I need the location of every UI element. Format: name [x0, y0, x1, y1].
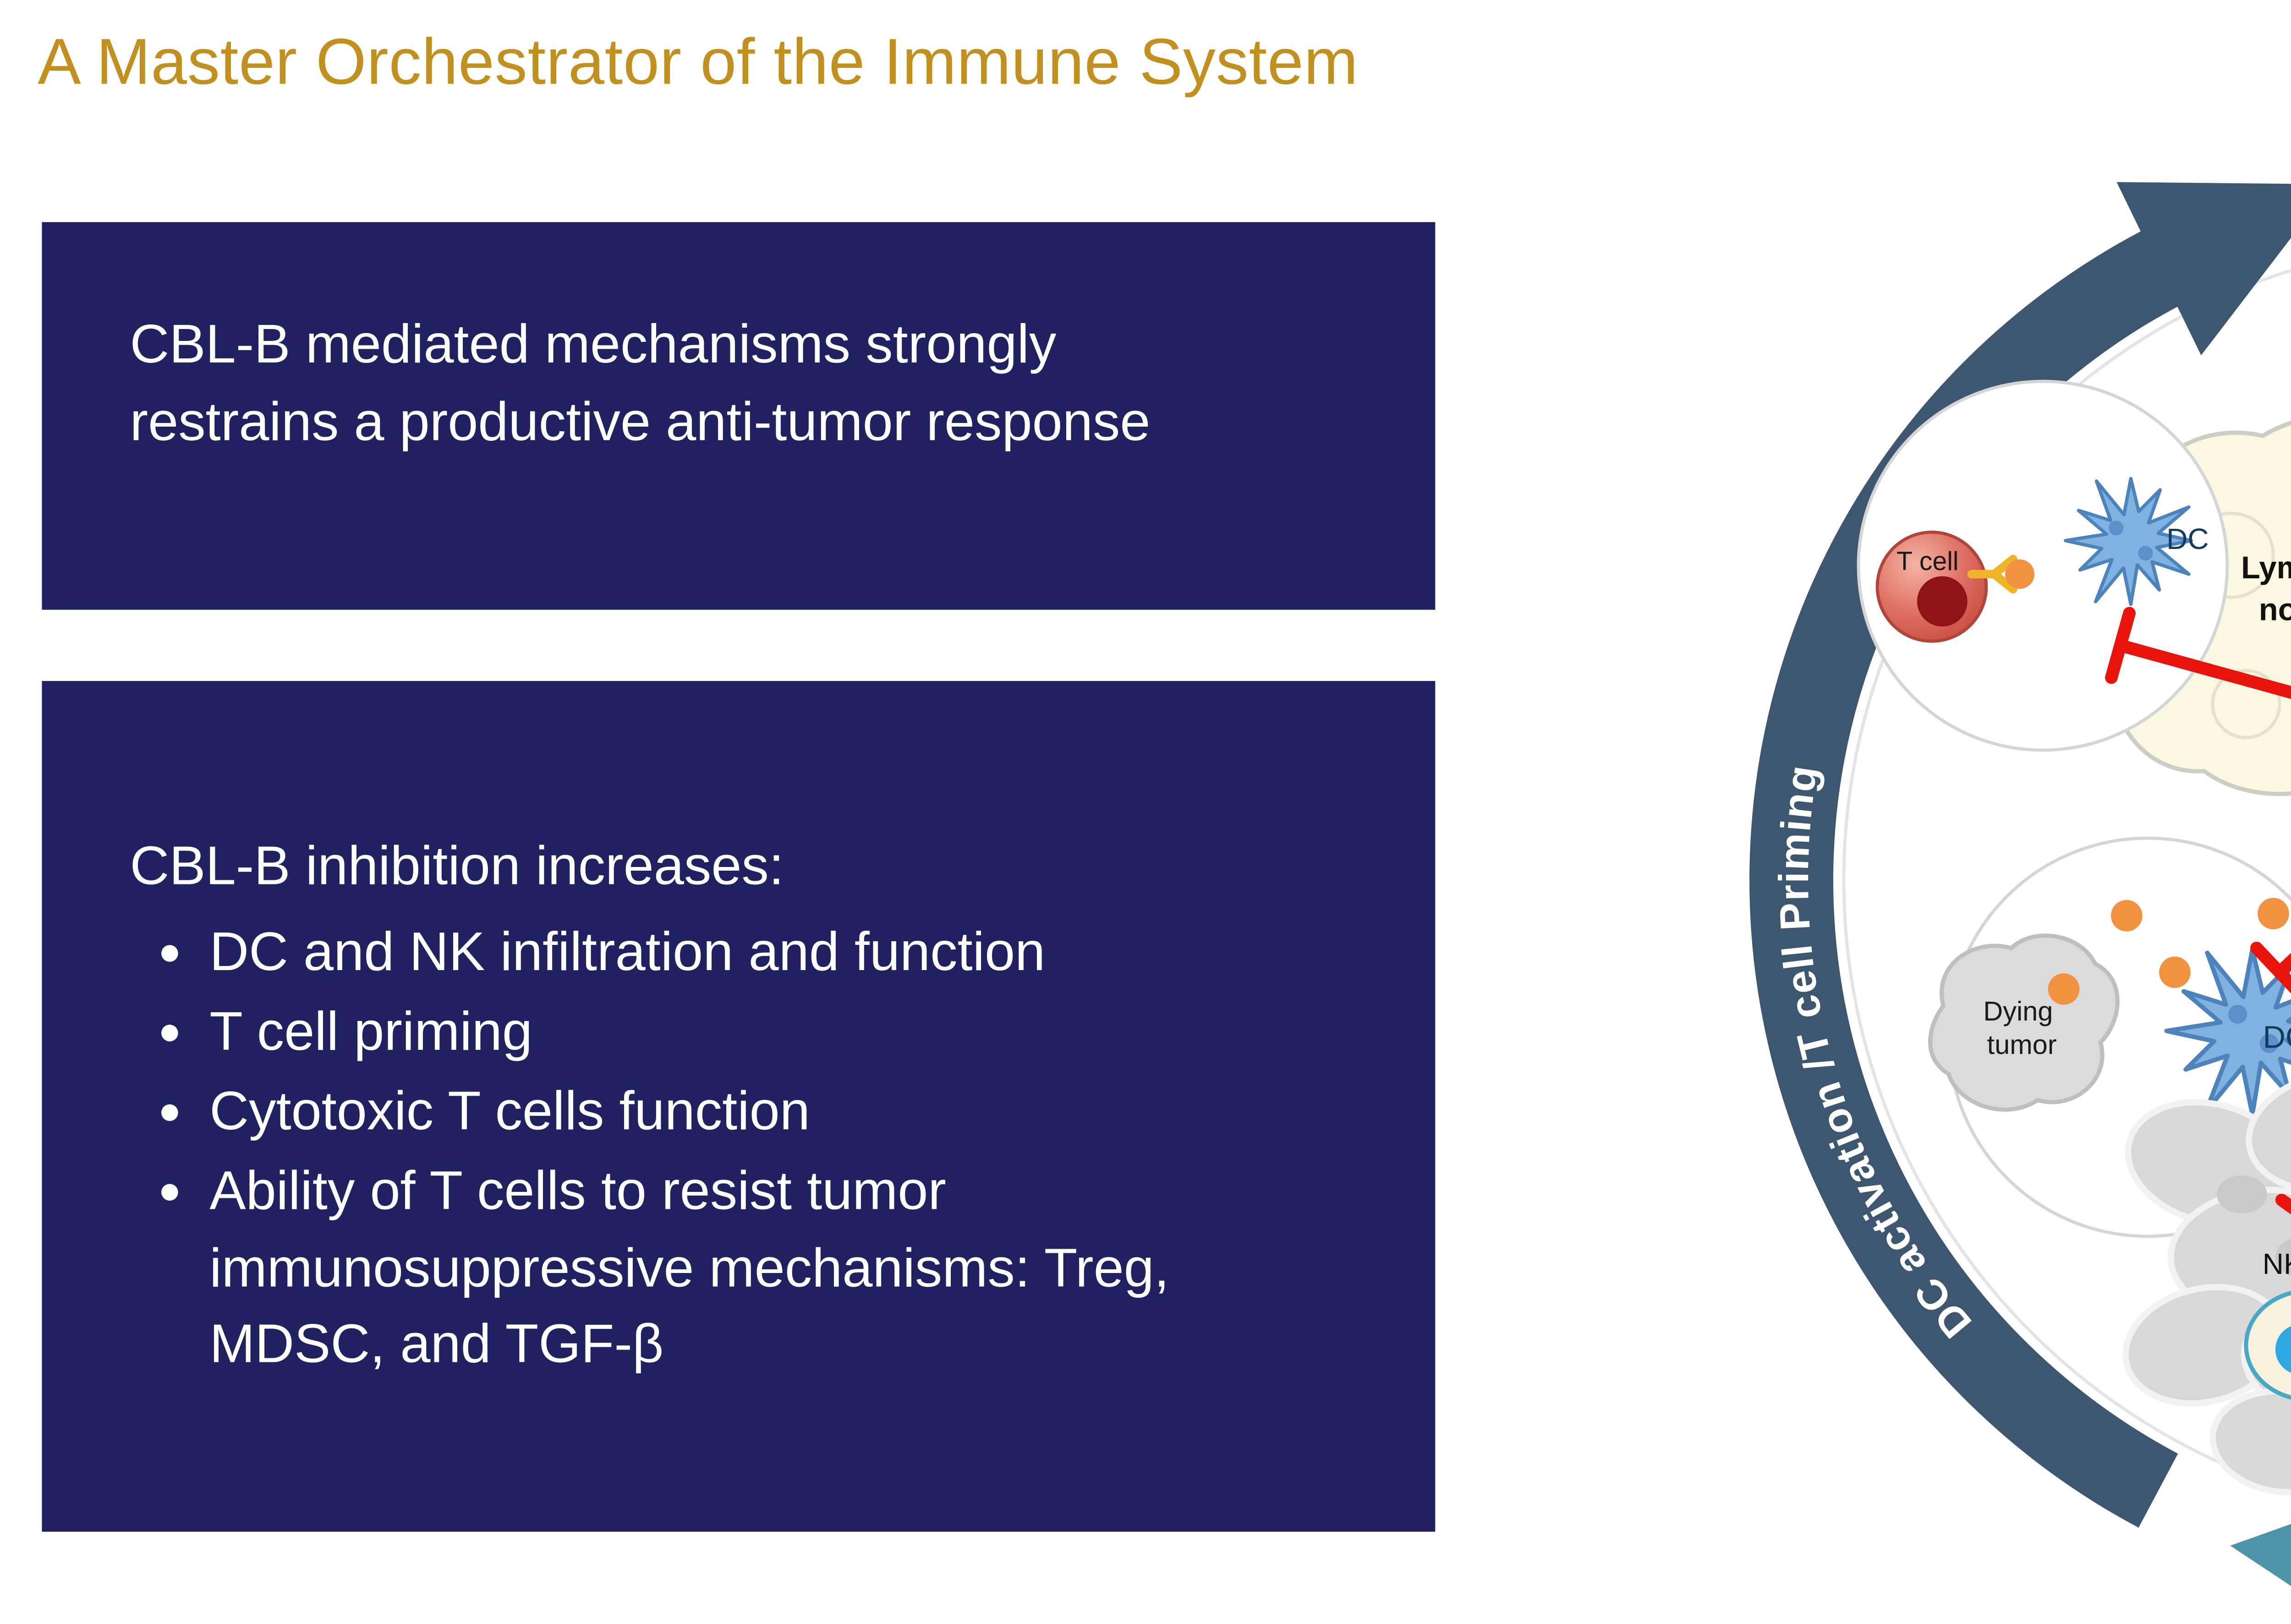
dc-texture-dot: [2228, 1004, 2247, 1024]
statement-text: CBL-B mediated mechanisms strongly restr…: [130, 312, 1151, 453]
statement-box: CBL-B mediated mechanisms strongly restr…: [42, 222, 1436, 610]
inhibition-bar: [2105, 607, 2136, 684]
lymph-node-label: Lymph node: [2241, 550, 2291, 627]
immune-cycle-diagram: DC activation /T cell Priming Traffic an…: [1634, 84, 2291, 1624]
zone-circle: [1857, 379, 2229, 752]
nk-cell-label: NK cell: [2263, 1247, 2291, 1280]
inhibition-bullet-list: DC and NK infiltration and function T ce…: [130, 913, 1195, 1383]
inhibition-bar: [2250, 941, 2291, 993]
nk-nucleus: [2275, 1326, 2291, 1373]
priming-zone: T cell DC: [1857, 379, 2229, 752]
page-title: A Master Orchestrator of the Immune Syst…: [38, 25, 1359, 99]
dc-texture-dot: [2259, 1034, 2279, 1053]
inhibition-heading: CBL-B inhibition increases:: [130, 834, 784, 897]
dc-label: DC: [2263, 1019, 2291, 1054]
nk-cell-group: NK cell: [2244, 1247, 2291, 1400]
dc-texture-dot: [2109, 521, 2124, 536]
bullet-item: DC and NK infiltration and function: [209, 913, 1194, 991]
inhibition-line-dc-priming: [2114, 639, 2291, 699]
dc-label: DC: [2166, 522, 2209, 555]
bullet-item: T cell priming: [209, 993, 1194, 1070]
lymph-follicle: [2211, 669, 2281, 740]
dying-tumor-label: Dying tumor: [1983, 996, 2060, 1060]
bullet-item: Ability of T cells to resist tumor immun…: [209, 1152, 1194, 1383]
dc-texture-dot: [2138, 546, 2153, 561]
nk-cell: [2244, 1291, 2291, 1400]
bullet-item: Cytotoxic T cells function: [209, 1072, 1194, 1150]
inhibition-lines: [2105, 607, 2291, 1215]
tumor-mass-shading: [2216, 1175, 2291, 1276]
inhibition-bar: [2275, 1194, 2291, 1215]
inhibition-box: CBL-B inhibition increases: DC and NK in…: [42, 681, 1436, 1532]
t-cell-label: T cell: [1896, 547, 1959, 576]
antigen-dot: [2005, 559, 2035, 589]
